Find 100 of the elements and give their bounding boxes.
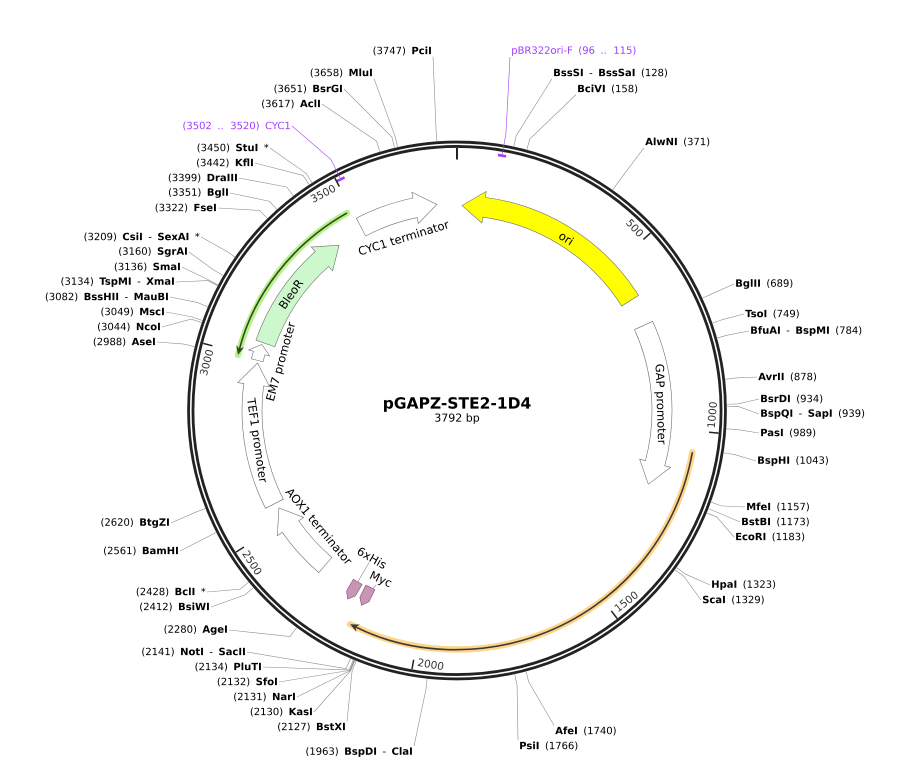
leader-line [254, 162, 310, 186]
site-label: BspHI (1043) [758, 456, 828, 466]
leader-line [228, 626, 298, 637]
leader-line [726, 428, 760, 434]
site-label: (3082) BssHII - MauBI [46, 292, 168, 302]
leader-line [676, 567, 710, 586]
leader-line [230, 192, 278, 210]
leader-line [712, 314, 744, 324]
leader-line [188, 252, 224, 276]
leader-line [278, 659, 355, 682]
leader-line [612, 147, 644, 191]
site-label: (2280) AgeI [164, 625, 227, 635]
site-label: (2412) BsiWI [140, 602, 209, 612]
leader-line [726, 398, 760, 405]
leader-line [296, 660, 355, 698]
site-label: (3399) DraIII [168, 174, 237, 182]
leader-line [292, 126, 341, 178]
site-label: ScaI (1329) [702, 596, 764, 604]
site-label: (2134) PluTI [196, 662, 261, 672]
site-label: PsiI (1766) [520, 742, 578, 750]
site-label: BciVI (158) [578, 84, 638, 94]
leader-line [182, 266, 219, 286]
leader-line [170, 296, 208, 308]
site-label: HpaI (1323) [712, 580, 776, 590]
site-label: (3049) MscI [101, 308, 164, 316]
site-label: PasI (989) [761, 428, 816, 438]
site-label: (3351) BglI [168, 188, 228, 198]
leader-line [176, 280, 218, 286]
site-label: BfuAI - BspMI (784) [751, 326, 862, 336]
tick-label: 3000 [200, 350, 213, 376]
leader-line [710, 502, 746, 508]
feature-label: Myc [370, 570, 392, 587]
site-label: AlwNI (371) [645, 138, 710, 146]
leader-line [162, 318, 202, 328]
primer-mark [498, 154, 506, 158]
site-label: (2428) BclI* [136, 588, 206, 596]
leader-line [344, 88, 395, 149]
site-label: (2131) NarI [234, 692, 295, 702]
site-label: (3134) TspMI - XmaI [61, 277, 174, 287]
leader-line [526, 94, 576, 150]
site-label: (2127) BstXI [278, 722, 345, 732]
leader-line [716, 330, 750, 338]
site-label: (2988) AseI [94, 338, 155, 346]
tick-label: 1000 [707, 402, 717, 428]
site-label: (2561) BamHI [104, 546, 178, 556]
leader-line [246, 652, 351, 669]
leader-line [200, 236, 236, 258]
leader-line [372, 584, 377, 589]
leader-line [166, 312, 204, 322]
site-label: (1963) BspDI - ClaI [306, 747, 412, 757]
leader-line [513, 78, 552, 148]
primer-label: (3502 .. 3520) CYC1 [183, 122, 290, 130]
leader-line [724, 376, 758, 380]
primer-label: pBR322ori-F (96 .. 115) [512, 46, 636, 56]
site-label: (2141) NotI - SacII [142, 648, 245, 656]
site-label: (3747) PciI [374, 46, 431, 56]
leader-line [238, 178, 294, 196]
site-label: (2132) SfoI [218, 678, 277, 686]
leader-line [210, 587, 254, 608]
leader-line [374, 78, 398, 148]
site-label: BssSI - BssSaI (128) [554, 68, 667, 78]
leader-line [218, 208, 268, 219]
site-label: BspQI - SapI (939) [761, 409, 864, 419]
site-label: (3450) StuI* [198, 144, 268, 152]
leader-line [502, 56, 510, 155]
tick-label: 3500 [310, 184, 336, 202]
site-label: AfeI (1740) [555, 726, 616, 736]
leader-line [314, 660, 356, 712]
leader-line [322, 104, 380, 153]
site-label: (3617) AclI [262, 100, 320, 108]
site-label: AvrII (878) [758, 372, 816, 382]
leader-line [726, 406, 760, 414]
site-label: (2620) BtgZI [101, 518, 169, 528]
leader-line [414, 678, 428, 746]
leader-line [156, 342, 196, 348]
leader-line [706, 512, 734, 538]
leader-line [674, 569, 702, 600]
site-label: (2130) KasI [250, 708, 312, 716]
site-label: BglII (689) [736, 279, 792, 289]
site-label: (3160) SgrAI [119, 247, 187, 257]
site-label: (3322) FseI [156, 204, 216, 212]
site-label: (3136) SmaI [114, 262, 180, 272]
primer-mark [336, 176, 346, 182]
leader-line [206, 582, 250, 592]
site-label: MfeI (1157) [747, 502, 809, 512]
leader-line [262, 659, 354, 670]
leader-line [270, 148, 313, 184]
leader-line [357, 562, 370, 582]
leader-line [170, 508, 206, 524]
tick-label: 2000 [418, 658, 444, 670]
site-label: BsrDI (934) [761, 394, 822, 404]
leader-line [432, 56, 438, 142]
site-label: (3044) NcoI [98, 322, 160, 332]
site-label: TsoI (749) [745, 310, 799, 318]
leader-line [526, 670, 554, 726]
leader-line [514, 673, 518, 741]
leader-line [702, 284, 734, 299]
map-feature: GAP promoter [634, 321, 672, 484]
site-label: EcoRI (1183) [736, 532, 804, 542]
leader-line [346, 660, 357, 722]
